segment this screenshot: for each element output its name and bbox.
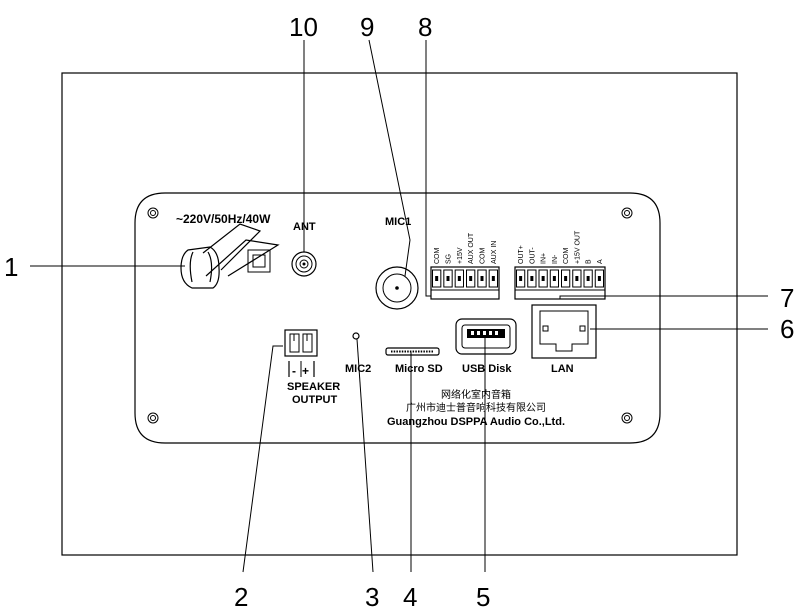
- callout-3: 3: [365, 582, 379, 610]
- terminal-pin: [454, 269, 464, 288]
- terminal-pin-screw: [446, 276, 450, 281]
- terminal-pin: [594, 269, 604, 288]
- callout-6: 6: [780, 314, 794, 344]
- screw-bottom-left: [147, 412, 159, 424]
- terminal-pin-screw: [541, 276, 545, 281]
- terminal-pin-screw: [457, 276, 461, 281]
- power-rating-label: ~220V/50Hz/40W: [176, 212, 271, 226]
- terminal-pin: [477, 269, 487, 288]
- terminal-block-right: [514, 266, 606, 300]
- terminal-pin-screw: [519, 276, 523, 281]
- mic1-label: MIC1: [385, 216, 411, 228]
- speaker-minus-label: -: [292, 364, 296, 378]
- speaker-label-line2: OUTPUT: [292, 394, 338, 406]
- terminal-pin-label: SG: [446, 254, 453, 264]
- terminal-pin-label: IN+: [541, 253, 548, 264]
- terminal-pin-label: +15V OUT: [574, 230, 581, 264]
- callout-9: 9: [360, 12, 374, 42]
- callout-8: 8: [418, 12, 432, 42]
- terminal-pin-label: COM: [563, 248, 570, 265]
- mic1-jack: [375, 266, 419, 310]
- company-line-1: 网络化室内音箱: [441, 388, 511, 401]
- speaker-output-connector: [284, 329, 318, 377]
- screw-top-left: [147, 207, 159, 219]
- terminal-pin-screw: [564, 276, 568, 281]
- terminal-pin: [538, 269, 548, 288]
- terminal-pin: [516, 269, 526, 288]
- company-line-3: Guangzhou DSPPA Audio Co.,Ltd.: [387, 416, 565, 428]
- terminal-pin: [583, 269, 593, 288]
- terminal-pin-label: OUT-: [529, 247, 536, 264]
- screw-bottom-right: [621, 412, 633, 424]
- terminal-pin: [527, 269, 537, 288]
- microsd-slot: [385, 347, 440, 356]
- screw-top-right: [621, 207, 633, 219]
- terminal-pin: [488, 269, 498, 288]
- callout-5: 5: [476, 582, 490, 610]
- mic2-jack: [352, 332, 360, 340]
- terminal-pin-label: B: [586, 259, 593, 264]
- leader-lines: [30, 39, 768, 573]
- terminal-pin: [561, 269, 571, 288]
- terminal-pin: [572, 269, 582, 288]
- callout-2: 2: [234, 582, 248, 610]
- terminal-pin-label: COM: [434, 248, 441, 265]
- outer-enclosure: [61, 72, 738, 556]
- terminal-pin: [432, 269, 442, 288]
- speaker-plus-label: +: [302, 364, 309, 378]
- terminal-pin-screw: [469, 276, 473, 281]
- company-line-2: 广州市迪士普音响科技有限公司: [406, 401, 546, 414]
- callout-1: 1: [4, 252, 18, 282]
- terminal-pin-screw: [491, 276, 495, 281]
- terminal-pin-label: OUT+: [518, 245, 525, 264]
- usb-port: [455, 318, 517, 355]
- usb-label: USB Disk: [462, 363, 512, 375]
- lan-label: LAN: [551, 363, 574, 375]
- power-cord: [180, 223, 280, 289]
- terminal-pin-screw: [552, 276, 556, 281]
- terminal-pin-screw: [435, 276, 439, 281]
- speaker-label-line1: SPEAKER: [287, 381, 340, 393]
- terminal-pin-screw: [597, 276, 601, 281]
- microsd-label: Micro SD: [395, 363, 443, 375]
- terminal-pin-label: AUX IN: [491, 241, 498, 264]
- callout-4: 4: [403, 582, 417, 610]
- terminal-pin-label: A: [597, 259, 604, 264]
- terminal-pin-label: AUX OUT: [468, 232, 475, 264]
- terminal-pin: [443, 269, 453, 288]
- terminal-pin-screw: [480, 276, 484, 281]
- inner-panel: [134, 192, 661, 444]
- terminal-pin-screw: [530, 276, 534, 281]
- terminal-pin-screw: [575, 276, 579, 281]
- callout-7: 7: [780, 283, 794, 313]
- terminal-pin: [466, 269, 476, 288]
- terminal-pin-label: +15V: [457, 247, 464, 264]
- terminal-pin: [549, 269, 559, 288]
- terminal-pin-label: IN-: [552, 254, 559, 264]
- terminal-pin-label: COM: [480, 248, 487, 265]
- antenna-connector: [291, 251, 317, 277]
- terminal-block-left: [430, 266, 500, 300]
- callout-10: 10: [289, 12, 318, 42]
- lan-port: [531, 304, 597, 359]
- mic2-label: MIC2: [345, 363, 371, 375]
- terminal-pin-screw: [586, 276, 590, 281]
